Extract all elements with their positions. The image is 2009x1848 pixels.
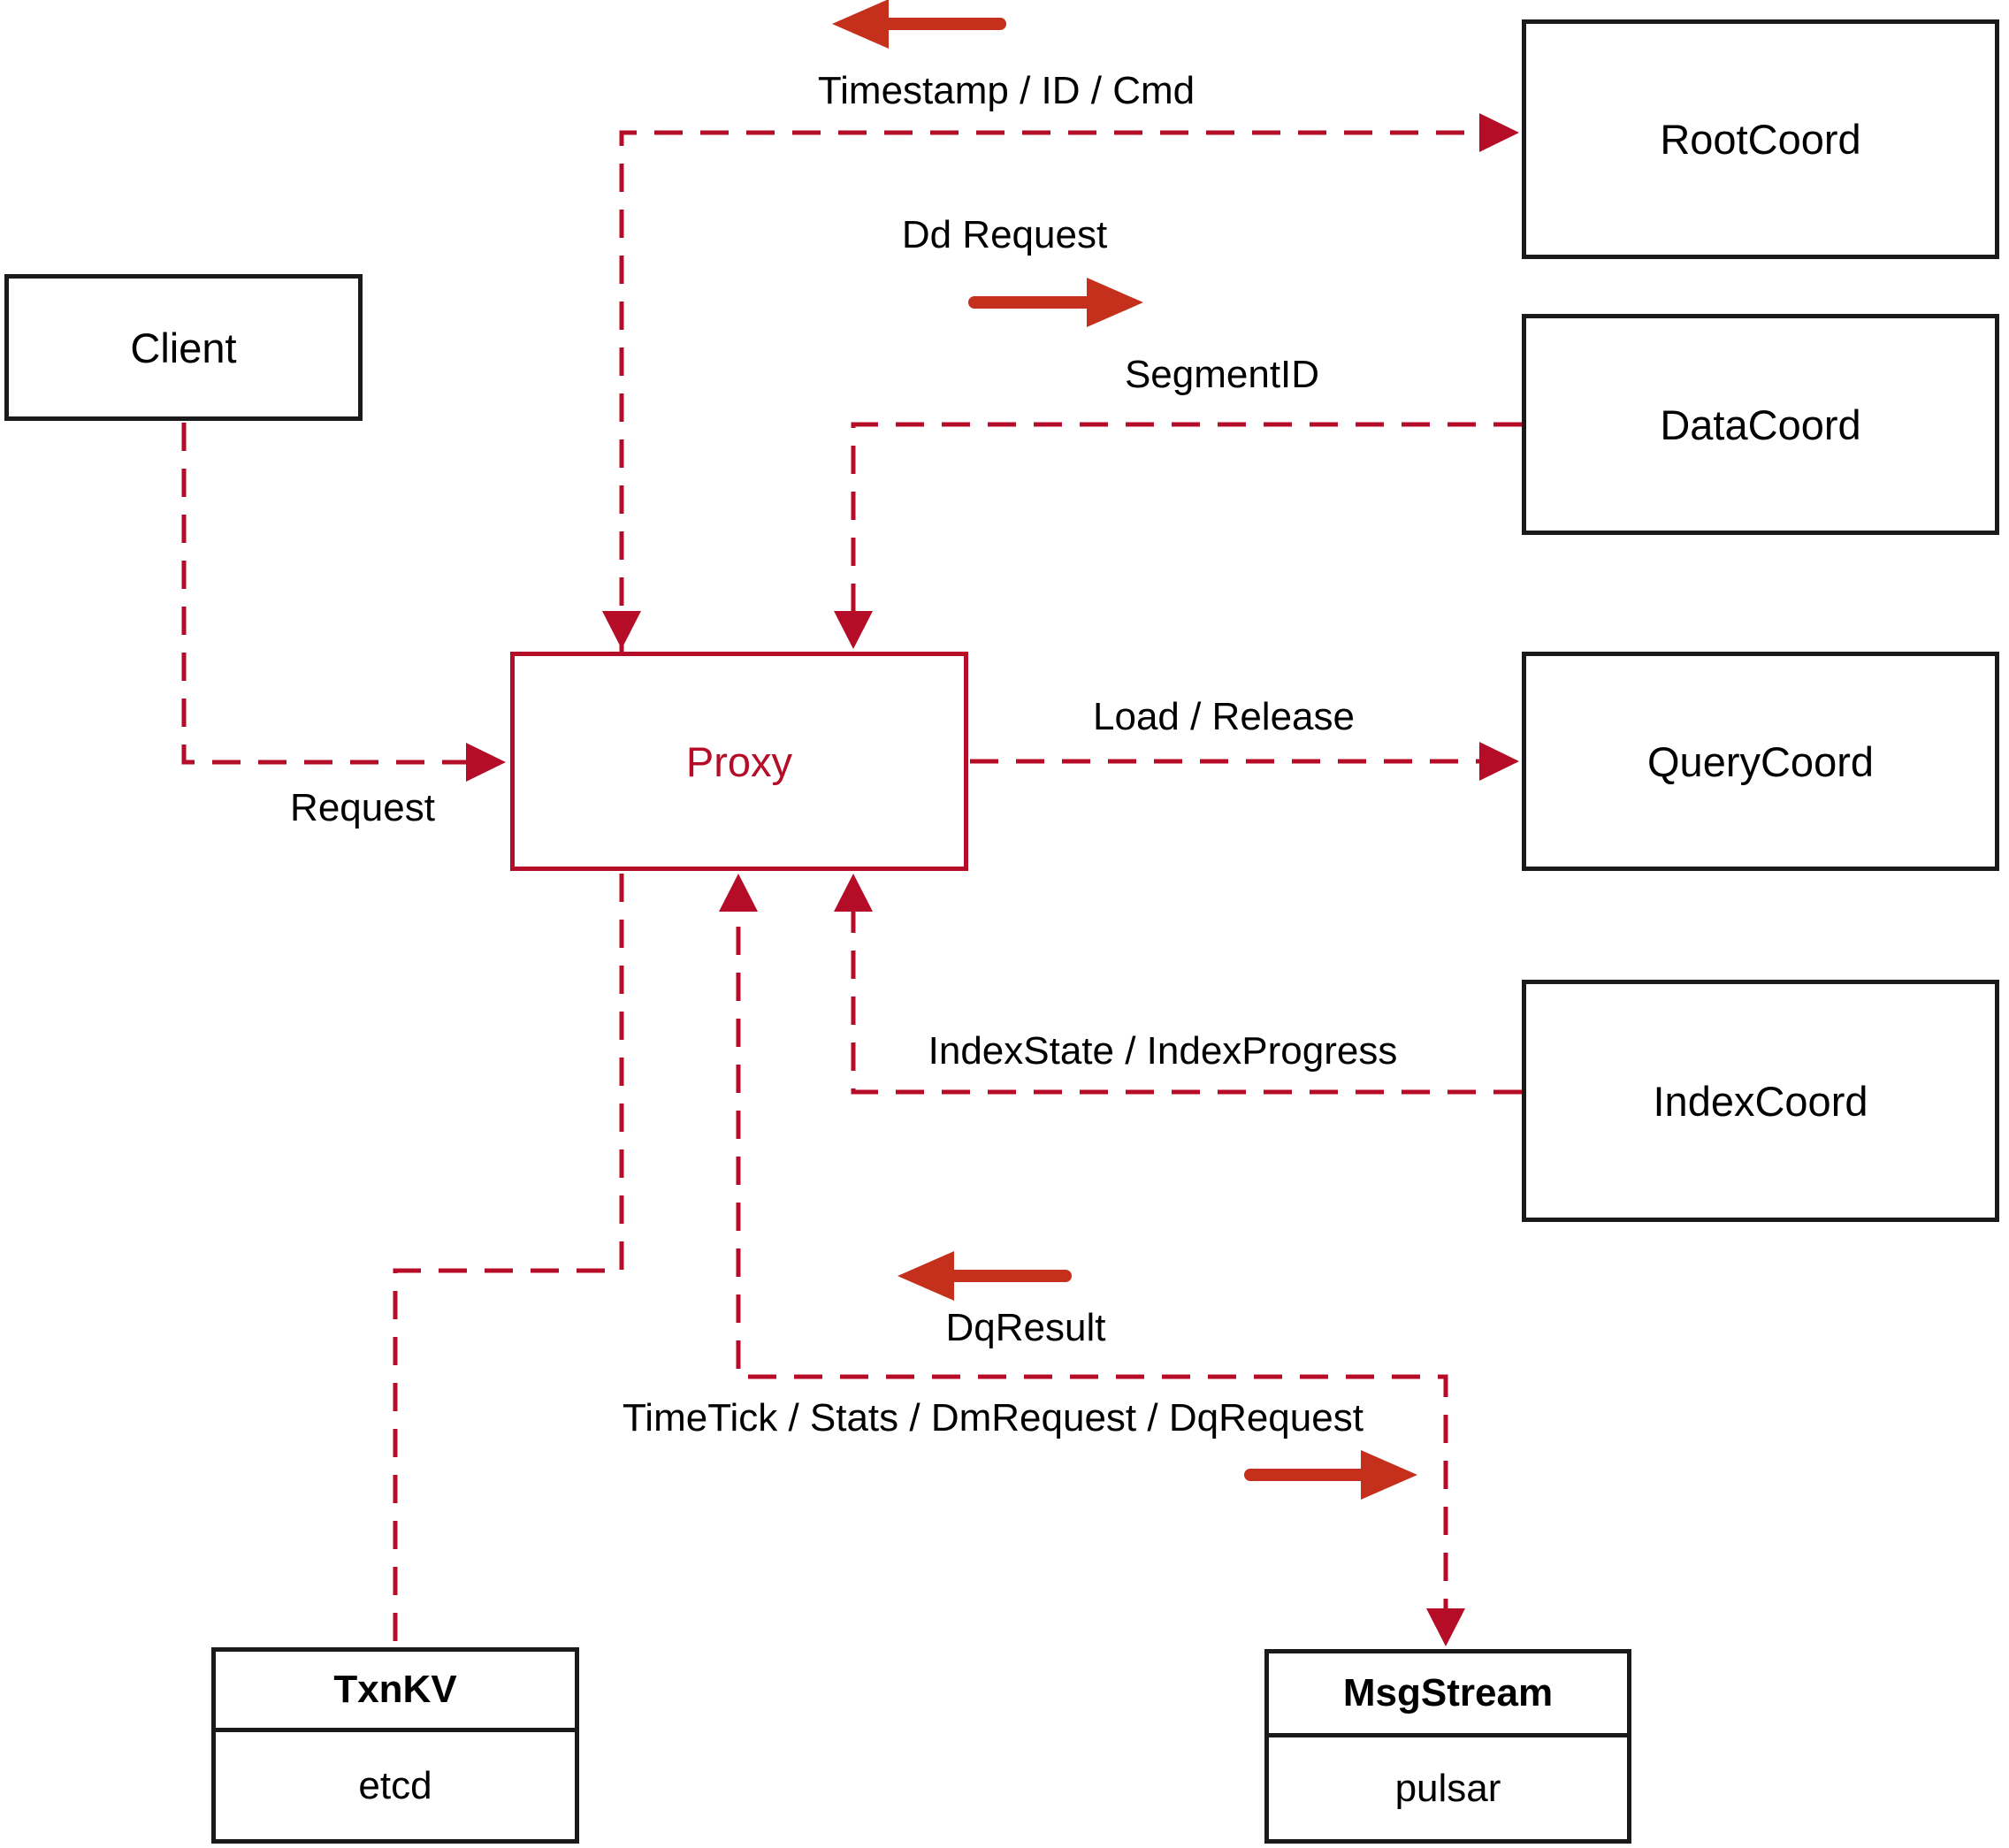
- label-dq-result: DqResult: [945, 1306, 1106, 1349]
- timestamp-direction-arrow-left-icon: [832, 0, 889, 49]
- label-segment-id: SegmentID: [1124, 353, 1320, 396]
- node-msgstream-body-label: pulsar: [1394, 1766, 1501, 1810]
- node-client-label: Client: [130, 324, 237, 371]
- dq-request-direction-arrow-right-icon: [1361, 1450, 1417, 1500]
- node-rootcoord-label: RootCoord: [1660, 116, 1861, 163]
- edge-datacoord-to-proxy: [851, 422, 1522, 644]
- edge-proxy-to-txnkv: [393, 874, 624, 1645]
- node-msgstream-body: pulsar: [1269, 1737, 1627, 1839]
- node-txnkv: TxnKV etcd: [211, 1647, 579, 1844]
- edge-client-to-proxy-arrowhead-icon: [466, 743, 506, 782]
- label-timetick-stats: TimeTick / Stats / DmRequest / DqRequest: [623, 1396, 1364, 1439]
- node-msgstream: MsgStream pulsar: [1264, 1649, 1631, 1844]
- node-txnkv-body: etcd: [216, 1732, 575, 1839]
- dq-result-direction-arrow-left-icon: [898, 1251, 954, 1301]
- node-datacoord: DataCoord: [1522, 314, 1999, 535]
- node-client: Client: [4, 274, 363, 421]
- edge-datacoord-to-proxy-arrowhead-icon: [834, 611, 873, 649]
- label-index-state-progress: IndexState / IndexProgress: [928, 1029, 1398, 1073]
- node-msgstream-title: MsgStream: [1269, 1653, 1627, 1737]
- node-msgstream-title-label: MsgStream: [1342, 1671, 1554, 1714]
- edge-indexcoord-to-proxy: [851, 881, 1522, 1095]
- edge-proxy-rootcoord-arrowhead-right-icon: [1479, 113, 1519, 152]
- node-rootcoord: RootCoord: [1522, 19, 1999, 259]
- edge-client-to-proxy: [181, 423, 492, 765]
- edge-proxy-msgstream-arrowhead-up-icon: [719, 874, 758, 912]
- label-load-release: Load / Release: [1093, 695, 1355, 738]
- node-txnkv-body-label: etcd: [358, 1763, 432, 1807]
- label-timestamp-id-cmd: Timestamp / ID / Cmd: [817, 69, 1195, 112]
- edge-proxy-msgstream: [736, 881, 1448, 1638]
- edge-proxy-rootcoord: [619, 130, 1507, 652]
- edge-proxy-msgstream-arrowhead-down-icon: [1426, 1608, 1465, 1646]
- edge-proxy-to-querycoord-arrowhead-icon: [1479, 742, 1519, 781]
- node-txnkv-title-label: TxnKV: [333, 1668, 457, 1711]
- edge-indexcoord-to-proxy-arrowhead-icon: [834, 874, 873, 912]
- node-datacoord-label: DataCoord: [1660, 401, 1861, 448]
- node-proxy: Proxy: [510, 652, 968, 871]
- node-indexcoord: IndexCoord: [1522, 980, 1999, 1222]
- dd-request-direction-arrow-right-icon: [1087, 278, 1143, 327]
- node-proxy-label: Proxy: [685, 737, 793, 785]
- node-indexcoord-label: IndexCoord: [1653, 1077, 1868, 1125]
- label-request: Request: [290, 786, 435, 829]
- node-txnkv-title: TxnKV: [216, 1652, 575, 1732]
- label-dd-request: Dd Request: [901, 213, 1108, 256]
- node-querycoord-label: QueryCoord: [1647, 737, 1874, 785]
- edge-proxy-rootcoord-arrowhead-down-icon: [602, 611, 641, 649]
- node-querycoord: QueryCoord: [1522, 652, 1999, 871]
